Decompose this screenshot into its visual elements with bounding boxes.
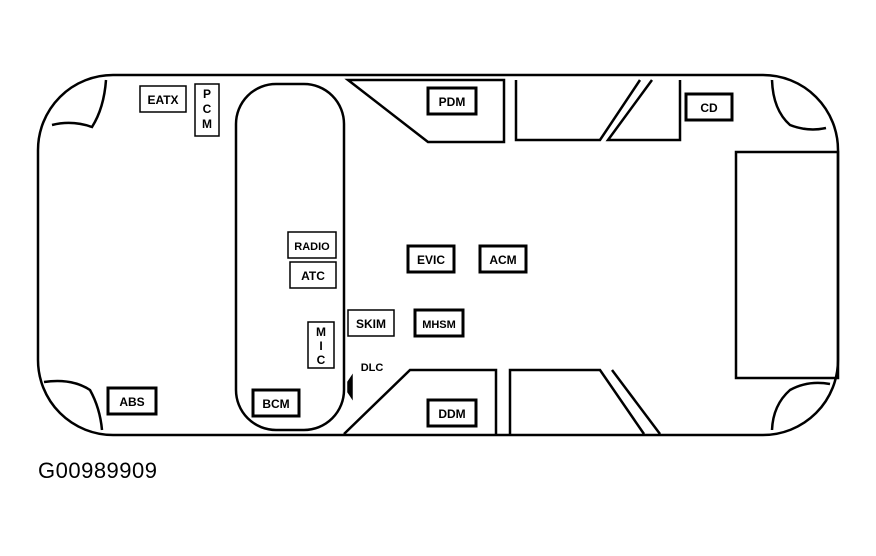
skim-box	[347, 309, 395, 337]
evic-label: EVIC	[417, 253, 445, 267]
cd-label: CD	[700, 101, 718, 115]
front-door-left-panel	[344, 78, 506, 144]
dlc-label: DLC	[361, 362, 384, 374]
evic-box	[406, 244, 456, 274]
top-panel-right	[605, 79, 682, 142]
wheel-front-right	[770, 79, 827, 131]
console-outline	[234, 82, 346, 432]
dlc-connector-icon	[347, 373, 353, 401]
pcm-label-p: P	[203, 87, 211, 101]
mhsm-box	[413, 308, 465, 338]
abs-box	[106, 386, 158, 416]
eatx-label: EATX	[147, 93, 178, 107]
top-panel-middle	[514, 79, 642, 142]
radio-box	[287, 231, 337, 259]
ddm-label: DDM	[438, 407, 465, 421]
eatx-box	[139, 85, 187, 113]
wheel-rear-left	[43, 379, 104, 431]
figure-id: G00989909	[38, 458, 158, 483]
rear-window	[734, 150, 840, 380]
skim-label: SKIM	[356, 317, 386, 331]
wheel-front-left	[51, 79, 108, 129]
mic-box	[307, 321, 335, 369]
pdm-box	[426, 86, 478, 116]
mhsm-label: MHSM	[422, 319, 456, 331]
mic-label-c: C	[317, 353, 326, 367]
pcm-label-c: C	[203, 102, 212, 116]
ddm-box	[426, 398, 478, 428]
pcm-box	[194, 83, 220, 137]
acm-label: ACM	[489, 253, 516, 267]
pdm-label: PDM	[439, 95, 466, 109]
acm-box	[478, 244, 528, 274]
bottom-panel-middle	[508, 368, 646, 435]
radio-label: RADIO	[294, 241, 330, 253]
mic-label-m: M	[316, 325, 326, 339]
bcm-box	[251, 388, 301, 418]
wheel-rear-right	[770, 381, 831, 431]
atc-label: ATC	[301, 269, 325, 283]
bottom-panel-right	[611, 369, 661, 435]
bcm-label: BCM	[262, 397, 289, 411]
front-door-right-panel	[343, 368, 498, 435]
abs-label: ABS	[119, 395, 144, 409]
cd-box	[684, 92, 734, 122]
mic-label-i: I	[319, 339, 322, 353]
pcm-label-m: M	[202, 117, 212, 131]
atc-box	[289, 261, 337, 289]
